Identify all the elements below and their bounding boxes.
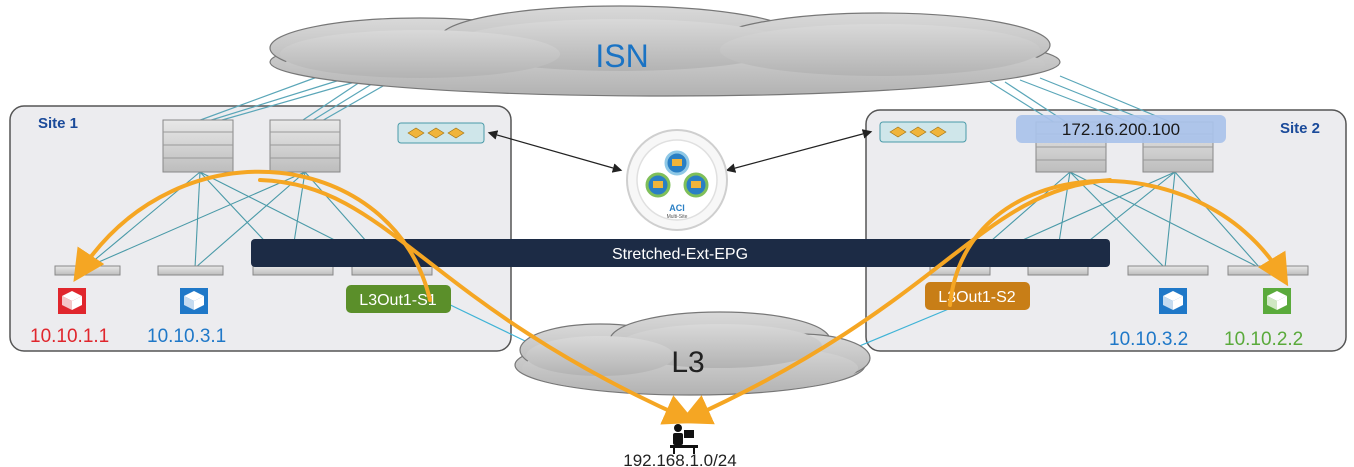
endpoint-ip: 10.10.1.1: [30, 326, 109, 347]
ip-badge-label: 172.16.200.100: [1062, 120, 1180, 139]
server-icon: [1263, 288, 1291, 314]
endpoint-ip: 10.10.3.1: [147, 326, 226, 347]
msc-label: ACI: [669, 203, 685, 213]
l3out-s1-label: L3Out1-S1: [359, 292, 436, 309]
site2-label: Site 2: [1280, 120, 1320, 137]
spine-switch-icon: [269, 119, 341, 173]
l3out-s1-box: [346, 285, 451, 313]
stretched-ext-epg-label: Stretched-Ext-EPG: [612, 246, 748, 263]
apic-icon: [879, 121, 967, 143]
msc-link-site2: [725, 129, 873, 173]
traffic-flow-arrows: [73, 169, 1289, 425]
stretched-ext-epg-bar: [251, 239, 1110, 267]
endpoint-ip: 10.10.3.2: [1109, 329, 1188, 350]
l3out-s2-label: L3Out1-S2: [938, 289, 1015, 306]
msc-link-site1: [487, 130, 623, 173]
endpoint-ip: 10.10.2.2: [1224, 329, 1303, 350]
external-subnet-label: 192.168.1.0/24: [623, 451, 736, 467]
multi-site-orchestrator-icon: [626, 129, 728, 231]
ip-badge: [1016, 115, 1226, 143]
msc-sublabel: Multi-Site: [667, 214, 688, 220]
site1-label: Site 1: [38, 115, 78, 132]
isn-label: ISN: [595, 38, 648, 74]
isn-cloud: [269, 5, 1061, 97]
spine-switch-icon: [162, 119, 234, 173]
server-icon: [1159, 288, 1187, 314]
l3-cloud-label: L3: [671, 346, 704, 379]
server-icon: [58, 288, 86, 314]
user-workstation-icon: [670, 424, 698, 454]
apic-icon: [397, 122, 485, 144]
server-icon: [180, 288, 208, 314]
